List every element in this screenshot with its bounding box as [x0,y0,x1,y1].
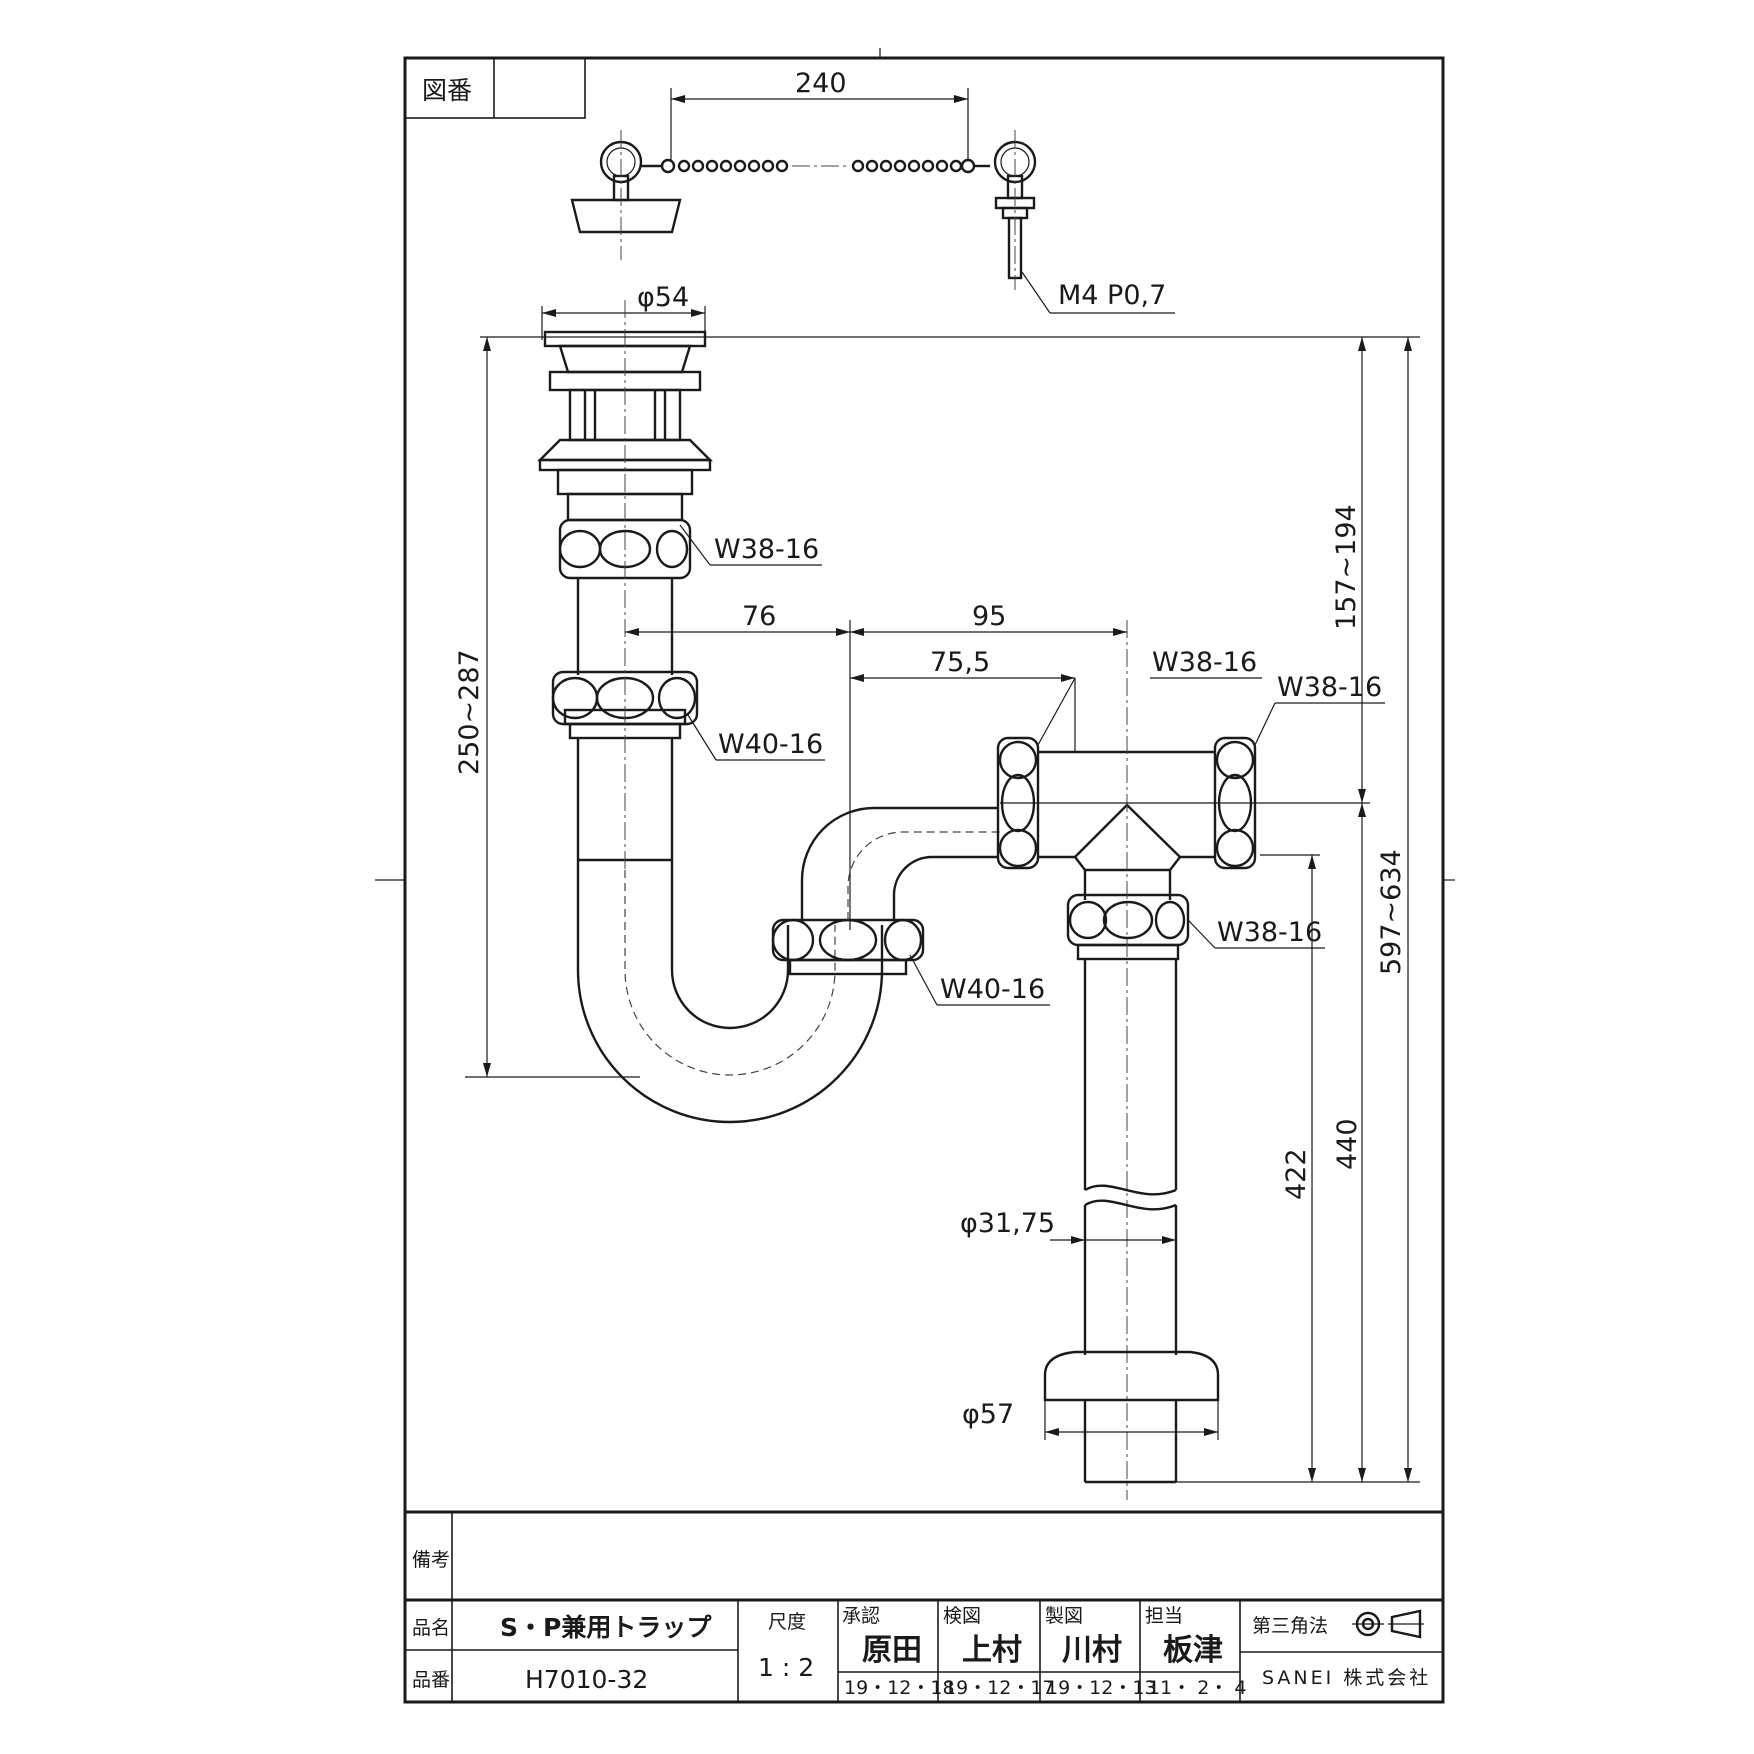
dim-597-634: 597~634 [1376,849,1407,975]
top-nut-label: W38-16 [714,534,819,565]
leader-tee-left: W38-16 [1037,647,1262,746]
draw-date: 19・12・13 [1046,1677,1157,1699]
tee-fitting [996,620,1370,1500]
dim-76-label: 76 [742,601,776,632]
dim-440-label: 440 [1332,1118,1363,1170]
number-value: H7010-32 [525,1665,648,1694]
drawing-frame [403,56,1445,1704]
rubber-stopper [570,198,682,234]
approve-label: 承認 [842,1605,880,1627]
dim-240-label: 240 [795,68,847,99]
charge-label: 担当 [1145,1605,1183,1627]
title-block: 備考 品名 S・P兼用トラップ 品番 H7010-32 尺度 1 : 2 承認 … [405,1510,1443,1702]
dim-pipe-diameter: φ31,75 [960,1208,1176,1244]
drain-fitting: φ54 [537,282,713,870]
dim-offsets: 76 95 75,5 [625,601,1127,930]
chain-assembly [570,130,1037,290]
trap-bend [576,806,1000,1124]
drawing-number-label: 図番 [422,76,472,105]
dim-phi31-75: φ31,75 [960,1208,1055,1239]
number-label: 品番 [412,1669,450,1691]
dim-422-label: 422 [1281,1148,1312,1200]
dim-height-top-right: 157~194 [1331,337,1366,803]
drawing-number-box: 図番 [404,57,586,119]
mid-nut-label: W40-16 [718,729,823,760]
leader-mid-nut: W40-16 [687,714,825,761]
dim-height-total: 597~634 [1376,337,1412,1482]
thread-label: M4 P0,7 [1058,280,1166,311]
third-angle-projection-icon [1352,1609,1424,1639]
chain-right [851,158,976,174]
dim-95-label: 95 [972,601,1006,632]
approve-name: 原田 [862,1633,922,1668]
tee-bottom-nut-label: W38-16 [1217,917,1322,948]
dim-75-5-label: 75,5 [930,647,990,678]
draw-name: 川村 [1062,1633,1122,1668]
check-date: 19・12・17 [944,1677,1055,1699]
leader-bend-nut: W40-16 [909,954,1050,1006]
approve-date: 19・12・18 [844,1677,955,1699]
name-value: S・P兼用トラップ [500,1613,712,1642]
check-name: 上村 [962,1633,1022,1668]
name-label: 品名 [412,1617,450,1639]
check-label: 検図 [943,1605,981,1627]
dim-thread: M4 P0,7 [1021,271,1175,314]
dim-height-left: 250~287 [454,337,491,1077]
leader-tee-right: W38-16 [1254,672,1385,746]
dim-phi54: φ54 [637,282,689,313]
dim-440: 440 [1332,803,1366,1482]
floor-flange [1043,1350,1220,1402]
scale-label: 尺度 [768,1611,806,1633]
tailpipe [1043,959,1220,1484]
dim-157-194: 157~194 [1331,504,1362,630]
dim-250-287: 250~287 [454,649,485,775]
charge-name: 板津 [1163,1633,1223,1668]
tee-right-nut-label: W38-16 [1277,672,1382,703]
chain-left [660,158,789,174]
charge-date: 11・ 2・ 4 [1148,1677,1246,1699]
leader-tee-bottom: W38-16 [1187,917,1325,949]
company-name: SANEI 株式会社 [1262,1667,1431,1689]
scale-value: 1 : 2 [758,1653,814,1682]
draw-label: 製図 [1045,1605,1083,1627]
tee-left-nut-label: W38-16 [1152,647,1257,678]
remarks-label: 備考 [412,1549,450,1571]
projection-label: 第三角法 [1252,1615,1328,1637]
dim-phi57: φ57 [962,1399,1014,1430]
bend-nut-label: W40-16 [940,974,1045,1005]
dim-422: 422 [1281,855,1316,1482]
leader-top-nut: W38-16 [679,524,822,566]
dim-flange-diameter: φ57 [962,1399,1219,1440]
dim-chain-length: 240 [670,68,969,160]
